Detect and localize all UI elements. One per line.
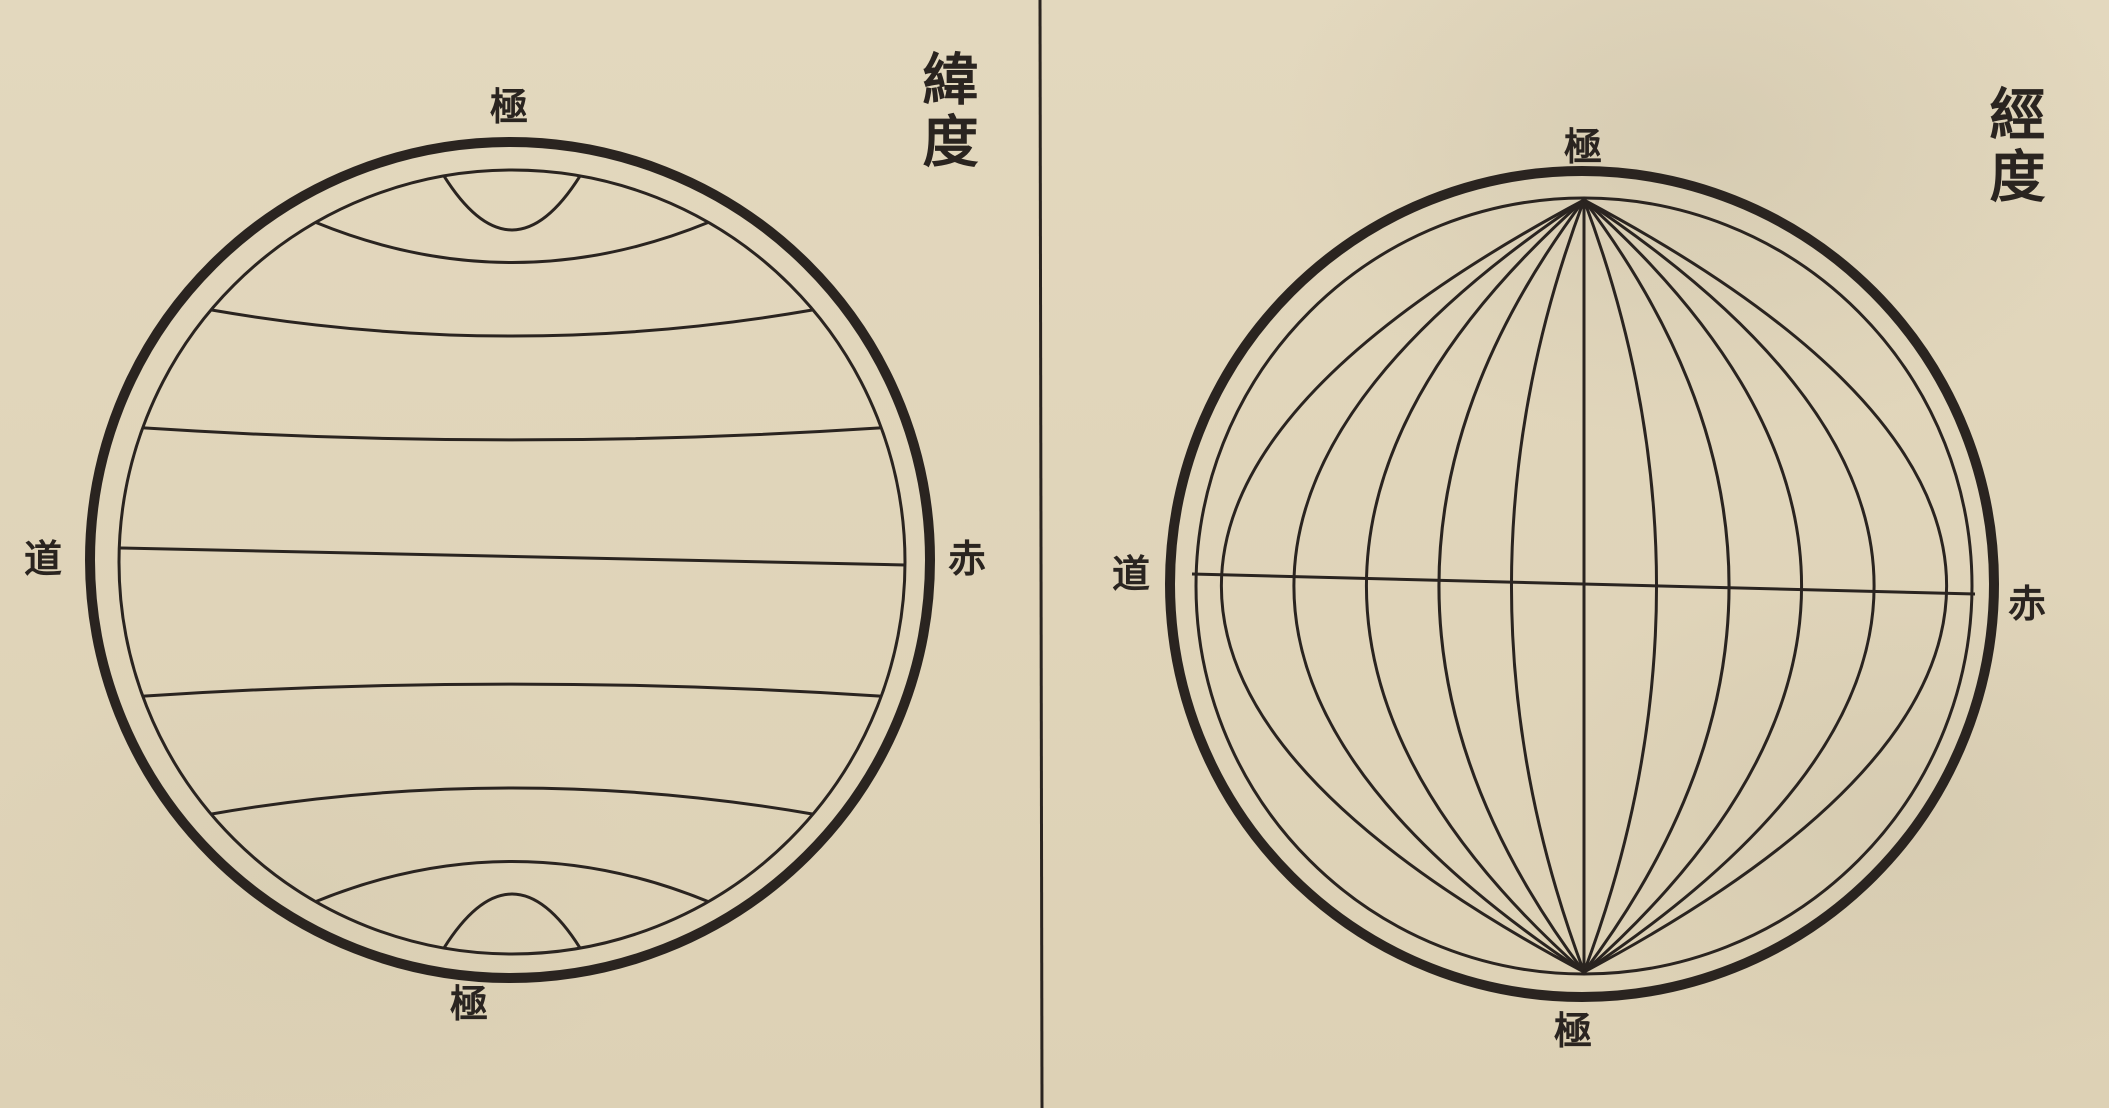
longitude-title: 經度: [1985, 85, 2041, 209]
latitude-equator-left-label: 道: [24, 540, 62, 578]
meridian-5: [1511, 200, 1584, 972]
longitude-pole-top-label: 極: [1564, 128, 1602, 166]
longitude-meridians: [1221, 200, 1946, 972]
latitude-pole-top-label: 極: [490, 88, 528, 126]
longitude-equator-right-label: 赤: [2008, 585, 2046, 623]
longitude-pole-bottom-label: 極: [1554, 1012, 1592, 1050]
south-parallel-4: [444, 894, 580, 948]
north-parallel-1: [144, 428, 881, 440]
latitude-globe-outer-ring: [90, 142, 930, 978]
latitude-title: 緯度: [918, 50, 974, 174]
longitude-globe: [1170, 171, 1994, 997]
latitude-globe: [90, 142, 930, 978]
north-parallel-4: [444, 176, 580, 230]
south-parallel-2: [212, 788, 813, 814]
north-parallel-2: [212, 310, 813, 336]
longitude-equator-left-label: 道: [1112, 555, 1150, 593]
latitude-equator-line: [120, 548, 905, 565]
latitude-pole-bottom-label: 極: [450, 985, 488, 1023]
latitude-equator-right-label: 赤: [948, 540, 986, 578]
south-parallel-1: [144, 684, 881, 696]
page-divider-line: [1040, 0, 1042, 1108]
